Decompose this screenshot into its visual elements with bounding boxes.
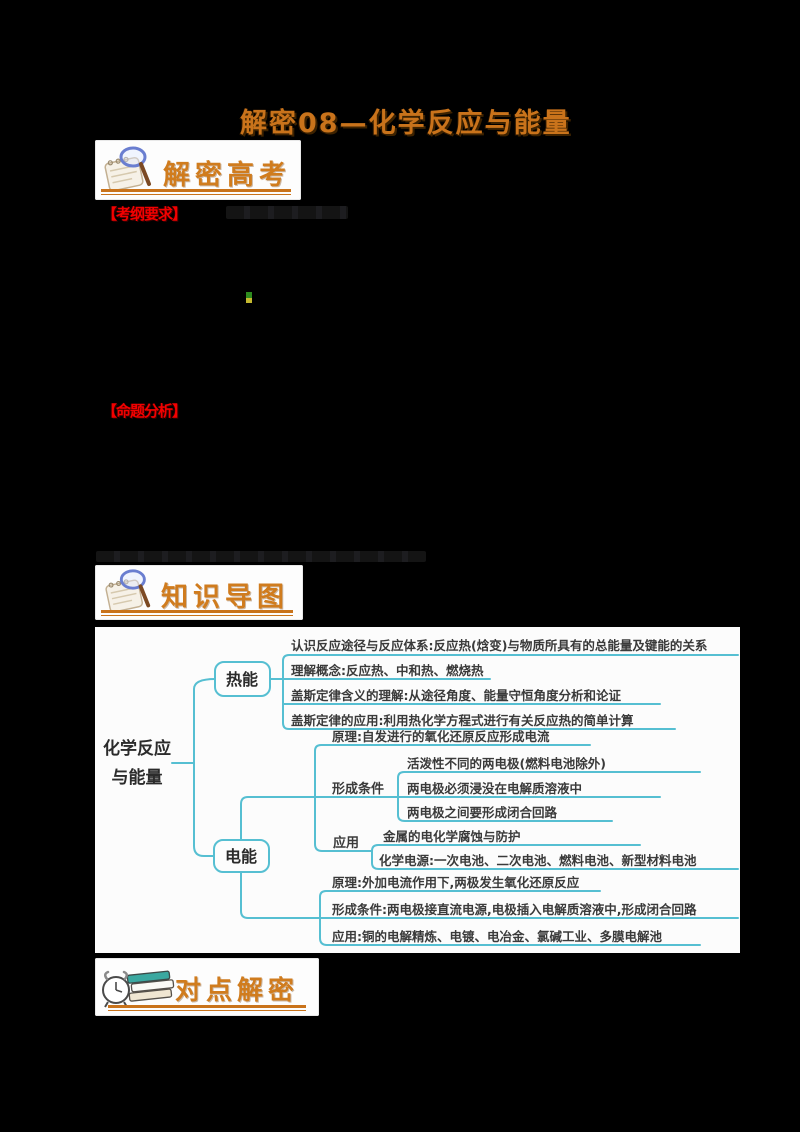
root-label-line1: 化学反应 <box>103 738 171 759</box>
thermal-branch-3: 盖斯定律含义的理解:从途径角度、能量守恒角度分析和论证 <box>291 688 621 703</box>
section-label-daotu: 知识导图 <box>161 582 289 613</box>
thermal-branch-2: 理解概念:反应热、中和热、燃烧热 <box>291 663 484 678</box>
condition-sub-bracket <box>397 771 701 822</box>
section-label-duidian: 对点解密 <box>175 976 300 1006</box>
faint-text-smudge <box>96 551 426 562</box>
knowledge-map: 化学反应 与能量 热能 电能 认识反应途径与反应体系:反应热(焓变)与物质所具有… <box>95 627 740 953</box>
magnifier-notepad-icon <box>104 146 151 192</box>
galvanic-application-1: 金属的电化学腐蚀与防护 <box>382 829 521 844</box>
galvanic-condition-2: 两电极必须浸没在电解质溶液中 <box>407 781 582 796</box>
thermal-branch-4: 盖斯定律的应用:利用热化学方程式进行有关反应热的简单计算 <box>291 713 634 728</box>
application-sub-bracket <box>371 844 739 870</box>
galvanic-application-2: 化学电源:一次电池、二次电池、燃料电池、新型材料电池 <box>379 853 697 868</box>
electric-node-label: 电能 <box>225 847 257 866</box>
page-title: 解密08—化学反应与能量 <box>240 108 572 139</box>
galvanic-connector <box>240 796 316 841</box>
root-label-line2: 与能量 <box>112 767 163 788</box>
alarm-clock-books-icon <box>102 970 175 1008</box>
section-header-daotu: 知识导图 <box>95 565 303 620</box>
section-header-gaokao: 解密高考 <box>95 140 301 200</box>
section-label-gaokao: 解密高考 <box>163 160 291 191</box>
thermal-bracket <box>282 654 739 730</box>
orange-divider <box>101 610 293 616</box>
galvanic-principle: 原理:自发进行的氧化还原反应形成电流 <box>332 729 550 744</box>
thermal-branch-1: 认识反应途径与反应体系:反应热(焓变)与物质所具有的总能量及键能的关系 <box>291 638 708 653</box>
mindmap-svg: 化学反应 与能量 热能 电能 认识反应途径与反应体系:反应热(焓变)与物质所具有… <box>103 638 739 946</box>
electrolysis-principle: 原理:外加电流作用下,两极发生氧化还原反应 <box>332 875 580 890</box>
orange-divider <box>101 189 291 195</box>
question-analysis-label: 【命题分析】 <box>102 402 187 420</box>
electrolysis-application: 应用:铜的电解精炼、电镀、电冶金、氯碱工业、多膜电解池 <box>332 929 662 944</box>
exam-syllabus-label: 【考纲要求】 <box>102 205 187 223</box>
galvanic-condition-label: 形成条件 <box>332 781 384 797</box>
faint-text-smudge <box>226 206 348 219</box>
trunk-line <box>193 678 216 857</box>
small-marker-icon <box>246 292 253 304</box>
galvanic-condition-3: 两电极之间要形成闭合回路 <box>407 805 558 820</box>
galvanic-application-label: 应用 <box>333 835 359 851</box>
thermal-node-box <box>214 661 271 697</box>
thermal-node-label: 热能 <box>226 670 258 689</box>
section-header-duidian: 对点解密 <box>95 958 319 1016</box>
electric-node-box <box>213 839 270 873</box>
magnifier-notepad-icon <box>105 569 151 613</box>
electrolysis-connector <box>240 871 321 919</box>
orange-divider <box>108 1005 306 1011</box>
galvanic-condition-1: 活泼性不同的两电极(燃料电池除外) <box>407 756 606 771</box>
electrolysis-condition: 形成条件:两电极接直流电源,电极插入电解质溶液中,形成闭合回路 <box>332 902 697 917</box>
